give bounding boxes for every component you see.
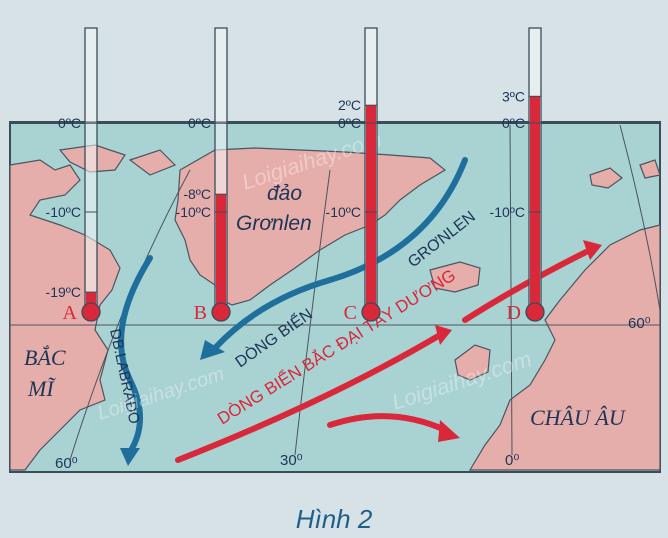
north-america-label-line1: BẮC: [24, 345, 66, 370]
figure-caption: Hình 2: [296, 504, 373, 534]
thermometer-b-mercury: [216, 194, 226, 312]
thermometer-a-label: -19ºC: [46, 284, 81, 300]
station-label-d: D: [507, 302, 521, 324]
north-atlantic-current-arrow: [175, 332, 443, 463]
thermometer-a-label: 0ºC: [58, 115, 81, 131]
land-svalbard: [589, 167, 623, 189]
longitude-0-label: 0⁰: [505, 452, 519, 469]
thermometer-d-label: 3ºC: [502, 88, 525, 104]
thermometer-b-label: -10ºC: [176, 204, 211, 220]
station-label-a: A: [63, 302, 78, 324]
land-british-isles: [454, 344, 491, 381]
labrador-current-arrow: [118, 255, 153, 455]
thermometer-c-label: 2ºC: [338, 97, 361, 113]
island-label-line2: Grơnlen: [236, 212, 312, 235]
longitude-30w-label: 30⁰: [280, 452, 303, 469]
thermometer-b-label: -8ºC: [183, 186, 211, 202]
longitude-60e-label: 60⁰: [628, 315, 651, 332]
meridian-30w: [294, 169, 331, 456]
land-arctic-island: [128, 149, 177, 176]
thermometer-d-label: -10ºC: [490, 204, 525, 220]
north-america-label-line2: MĨ: [27, 376, 56, 401]
thermometer-c-bulb: [361, 302, 381, 322]
currents: [118, 157, 593, 463]
thermometer-c-label: 0ºC: [338, 115, 361, 131]
thermometer-c-label: -10ºC: [326, 204, 361, 220]
thermometer-d-label: 0ºC: [502, 115, 525, 131]
land-small-island: [639, 159, 661, 179]
thermometer-b-label: 0ºC: [188, 115, 211, 131]
land-iceland: [429, 261, 481, 293]
meridian-60e: [619, 124, 661, 311]
station-label-b: B: [194, 302, 207, 324]
greenland-arrowhead: [200, 340, 225, 360]
thermometer-d-mercury: [530, 96, 540, 312]
north-atlantic-lower-arrowhead: [438, 420, 460, 442]
station-label-c: C: [344, 302, 357, 324]
thermometer-c-mercury: [366, 105, 376, 312]
thermometer-b-bulb: [211, 302, 231, 322]
thermometers: 0ºC -10ºC -19ºC A 0ºC -8ºC -10ºC B 2ºC 0ºC -10ºC C 3…: [46, 27, 545, 324]
longitude-60w-label: 60⁰: [55, 455, 78, 472]
europe-label: CHÂU ÂU: [530, 405, 627, 430]
north-atlantic-lower-arrow: [327, 413, 448, 433]
north-atlantic-upper-arrow: [462, 247, 593, 323]
thermometer-a-tube: [84, 27, 98, 313]
thermometer-a-mercury: [86, 292, 96, 312]
thermometer-d-bulb: [525, 302, 545, 322]
island-label-line1: đảo: [267, 182, 302, 205]
labrador-arrowhead: [120, 448, 140, 466]
north-atlantic-upper-arrowhead: [583, 240, 602, 260]
thermometer-a-bulb: [81, 302, 101, 322]
arrowheads: [120, 240, 602, 466]
thermometer-a-label: -10ºC: [46, 204, 81, 220]
land-europe: [468, 224, 661, 471]
north-atlantic-arrowhead: [435, 325, 452, 345]
greenland-current-arrow: [212, 157, 468, 351]
